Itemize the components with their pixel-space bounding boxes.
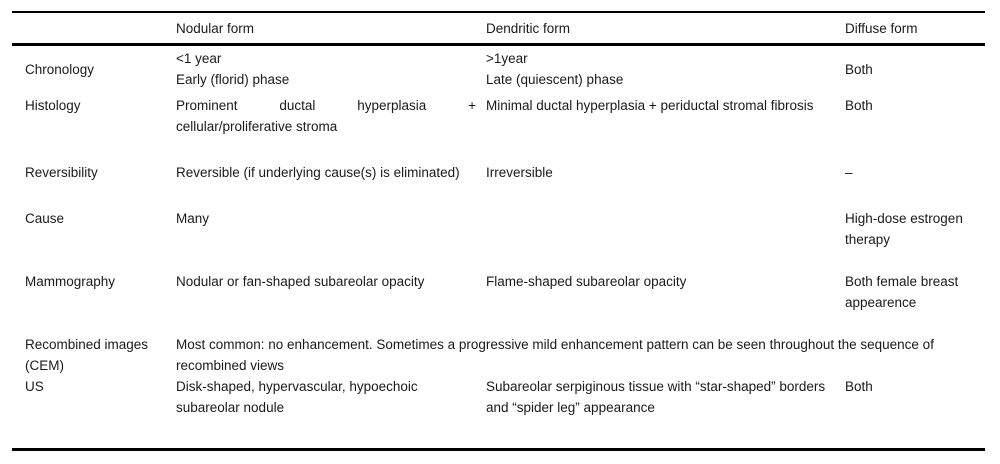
cell-chronology-diffuse: Both <box>845 62 873 77</box>
cell-us-dendritic: Subareolar serpiginous tissue with “star… <box>486 379 826 415</box>
cell-mammography-nodular: Nodular or fan-shaped subareolar opacity <box>176 274 425 289</box>
cell-us-diffuse: Both <box>845 379 873 394</box>
column-header-nodular: Nodular form <box>176 21 255 36</box>
cell-mammography-dendritic: Flame-shaped subareolar opacity <box>486 274 687 289</box>
row-label-mammography: Mammography <box>25 274 116 289</box>
cell-reversibility-dendritic: Irreversible <box>486 165 553 180</box>
cell-histology-dendritic: Minimal ductal hyperplasia + periductal … <box>486 98 814 113</box>
cell-histology-nodular: Prominent ductal hyperplasia + cellular/… <box>176 98 476 134</box>
cell-cause-nodular: Many <box>176 211 210 226</box>
cell-recombined-images-span: Most common: no enhancement. Sometimes a… <box>176 337 934 373</box>
cell-histology-diffuse: Both <box>845 98 873 113</box>
cell-reversibility-nodular: Reversible (if underlying cause(s) is el… <box>176 165 460 180</box>
table-bottom-rule <box>12 448 985 451</box>
table-top-rule <box>12 11 985 13</box>
column-header-dendritic: Dendritic form <box>486 21 571 36</box>
row-label-us: US <box>25 379 44 394</box>
row-label-chronology: Chronology <box>25 62 95 77</box>
row-label-recombined-images-cem: Recombined images (CEM) <box>25 337 149 373</box>
row-label-cause: Cause <box>25 211 65 226</box>
cell-us-nodular: Disk-shaped, hypervascular, hypoechoic s… <box>176 379 418 415</box>
column-header-diffuse: Diffuse form <box>845 21 918 36</box>
cell-mammography-diffuse: Both female breast appearence <box>845 274 959 310</box>
row-label-reversibility: Reversibility <box>25 165 98 180</box>
cell-chronology-nodular: <1 year Early (florid) phase <box>176 51 290 87</box>
cell-reversibility-diffuse: – <box>845 165 853 180</box>
cell-chronology-dendritic: >1year Late (quiescent) phase <box>486 51 624 87</box>
row-label-histology: Histology <box>25 98 81 113</box>
cell-cause-diffuse: High-dose estrogen therapy <box>845 211 963 247</box>
table-header-rule <box>12 43 985 46</box>
